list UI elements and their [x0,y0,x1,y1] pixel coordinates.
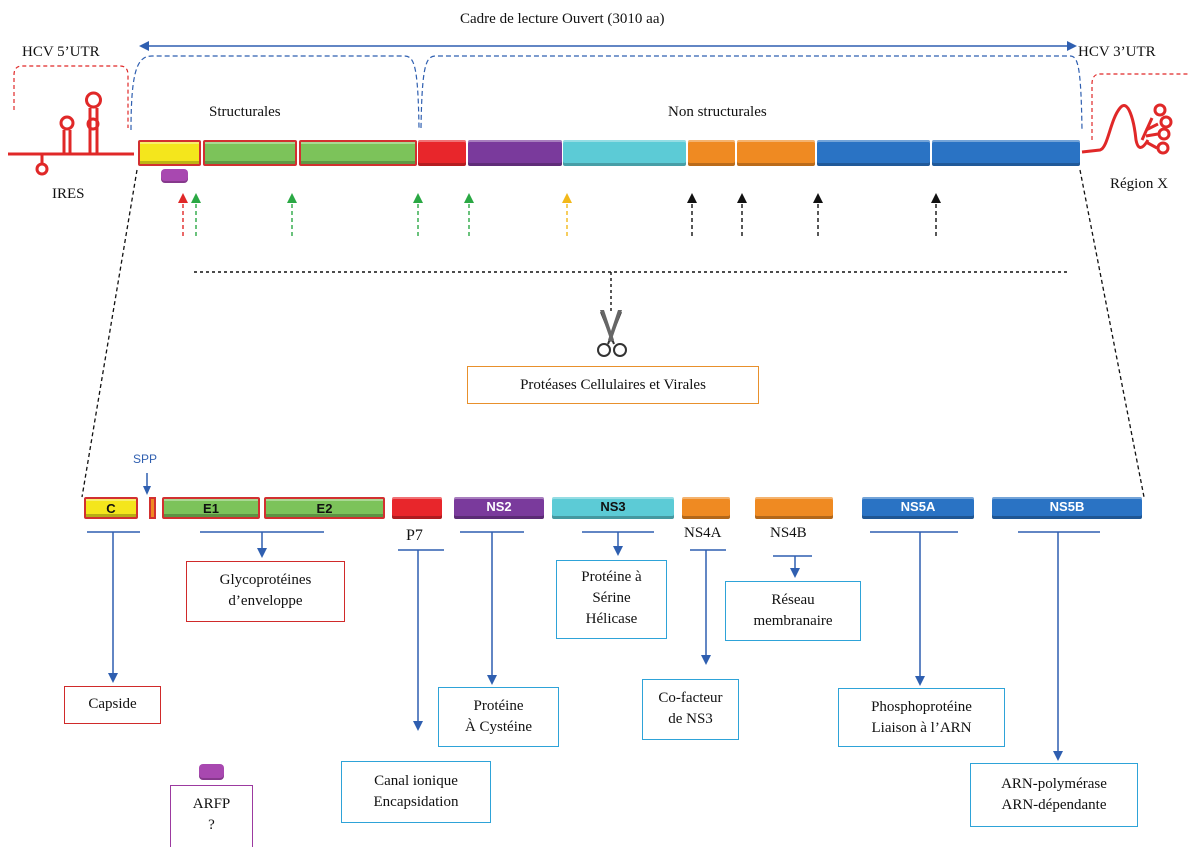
structural-bracket [130,55,420,131]
ires-label: IRES [52,186,85,202]
seg-p7 [418,140,466,166]
protein-ns5a: NS5A [862,497,974,519]
proteases-label: Protéases Cellulaires et Virales [520,377,706,393]
protein-e1: E1 [162,497,260,519]
phospho-box: Phosphoprotéine Liaison à l’ARN [838,688,1005,747]
canal-box: Canal ionique Encapsidation [341,761,491,823]
cofacteur-line2: de NS3 [668,711,713,727]
serine-line3: Hélicase [585,611,638,627]
canal-line1: Canal ionique [374,773,458,789]
protein-p7-bar [392,497,442,519]
serine-line2: Sérine [592,590,631,606]
protein-c: C [84,497,138,519]
nonstructural-label: Non structurales [668,104,767,120]
scissors-icon [597,310,627,357]
arfp-line1: ARFP [192,796,231,812]
seg-e2 [299,140,417,166]
utr5-label: HCV 5’UTR [22,44,100,60]
orf-title: Cadre de lecture Ouvert (3010 aa) [460,11,665,27]
seg-ns4b [737,140,815,166]
seg-ns3 [563,140,686,166]
polyprotein-bar [136,140,1080,166]
protein-ns2: NS2 [454,497,544,519]
spp-arrowhead [143,486,151,495]
glycoproteins-line1: Glycoprotéines [219,572,312,588]
protein-ns5b: NS5B [992,497,1142,519]
seg-ns2 [468,140,562,166]
capside-box: Capside [64,686,161,724]
spp-label: SPP [133,452,158,466]
glycoproteins-line2: d’enveloppe [228,593,303,609]
polymerase-box: ARN-polymérase ARN-dépendante [970,763,1138,827]
arfp-marker-bottom [199,764,224,780]
ires-rna-structure [8,91,134,176]
utr3-label: HCV 3’UTR [1078,44,1156,60]
cysteine-line2: À Cystéine [464,719,533,735]
proteases-box: Protéases Cellulaires et Virales [467,366,759,404]
ns4b-label: NS4B [770,525,807,541]
protein-ns4a-bar [682,497,730,519]
cysteine-line1: Protéine [473,698,524,714]
nonstructural-bracket [420,55,1083,131]
function-arrowheads [108,546,1063,761]
reseau-line2: membranaire [753,613,833,629]
cofacteur-box: Co-facteur de NS3 [642,679,739,740]
region-x-label: Région X [1110,176,1168,192]
cofacteur-line1: Co-facteur [658,690,723,706]
protein-spp-cut [149,497,156,519]
utr3-bracket [1091,73,1190,140]
cysteine-box: Protéine À Cystéine [438,687,559,747]
cleavage-arrowheads [178,193,941,203]
region-x-rna-structure [1081,103,1173,155]
protein-ns4b-bar [755,497,833,519]
arfp-box: ARFP ? [170,785,253,847]
seg-ns5b [932,140,1080,166]
p7-label: P7 [406,527,423,544]
seg-ns5a [817,140,930,166]
polymerase-line2: ARN-dépendante [1001,797,1107,813]
canal-line2: Encapsidation [373,794,459,810]
utr5-bracket [13,65,129,128]
capside-label: Capside [88,696,137,712]
serine-line1: Protéine à [581,569,642,585]
phospho-line2: Liaison à l’ARN [871,720,972,736]
protein-ns3: NS3 [552,497,674,519]
zoom-line-right [1079,169,1145,498]
polymerase-line1: ARN-polymérase [1001,776,1107,792]
function-connectors [87,531,1100,752]
reseau-box: Réseau membranaire [725,581,861,641]
ns4a-label: NS4A [684,525,722,541]
protein-e2: E2 [264,497,385,519]
arfp-marker-top [161,169,188,183]
glycoproteins-box: Glycoprotéines d’enveloppe [186,561,345,622]
seg-ns4a [688,140,735,166]
reseau-line1: Réseau [771,592,815,608]
arfp-line2: ? [208,817,215,833]
seg-c [138,140,201,166]
phospho-line1: Phosphoprotéine [871,699,972,715]
seg-e1 [203,140,297,166]
serine-box: Protéine à Sérine Hélicase [556,560,667,639]
structural-label: Structurales [209,104,281,120]
cleavage-sites [182,202,937,236]
zoom-line-left [81,169,138,498]
